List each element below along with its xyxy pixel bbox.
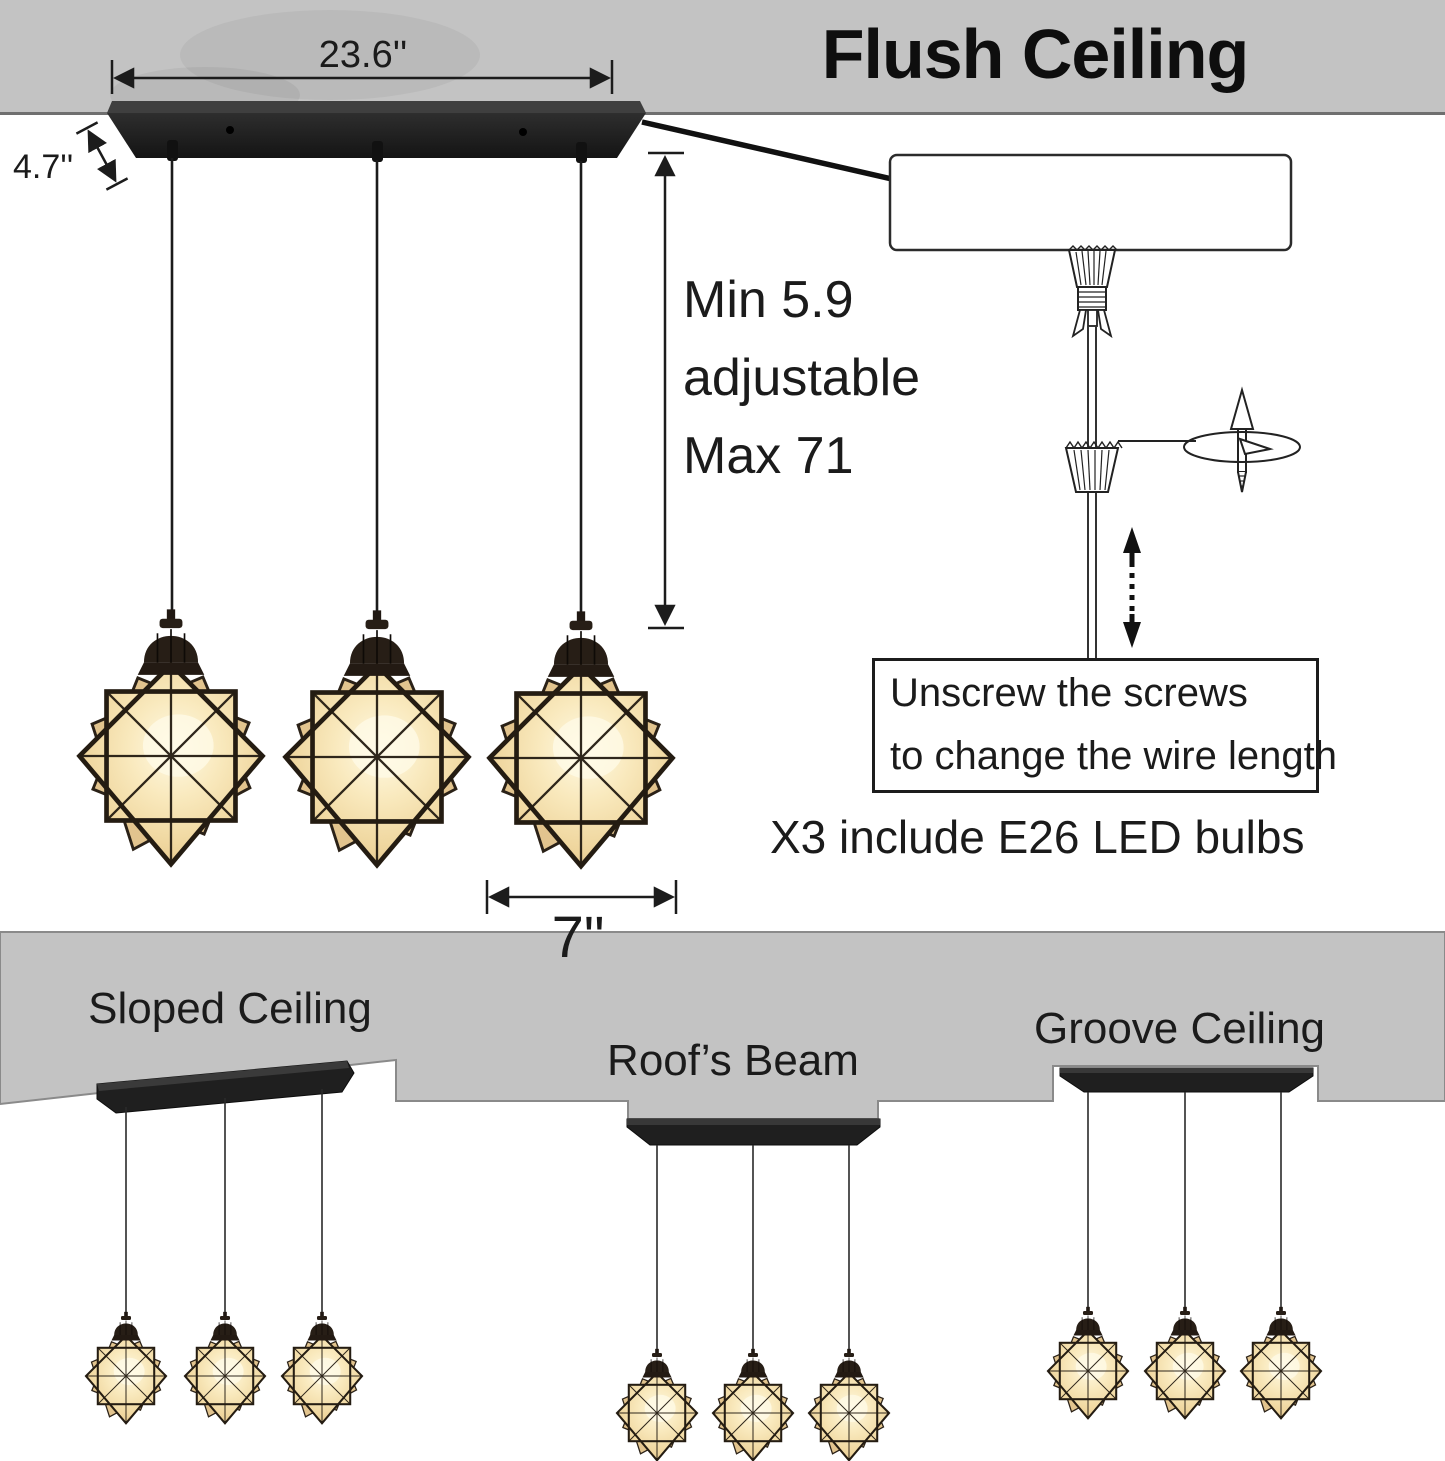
canopy-depth-label: 4.7'' — [13, 148, 74, 186]
note-line-1: Unscrew the screws — [890, 671, 1248, 715]
ceiling-canopy — [107, 101, 646, 163]
star-pendants-large — [54, 609, 691, 883]
shade-width-label: 7" — [551, 905, 605, 970]
dimension-shade-width — [485, 880, 678, 914]
pendant-wires — [170, 158, 583, 620]
scene-sloped-ceiling — [73, 1060, 372, 1432]
dimension-canopy-depth — [75, 121, 129, 191]
adjust-line-max: Max 71 — [683, 427, 854, 485]
canopy-width-label: 23.6'' — [318, 34, 408, 76]
sloped-ceiling-label: Sloped Ceiling — [88, 984, 372, 1033]
cord-adjustment-detail — [888, 153, 1301, 659]
roofs-beam-label: Roof’s Beam — [607, 1036, 859, 1085]
star-pendant-small — [269, 1310, 372, 1432]
bulbs-note: X3 include E26 LED bulbs — [770, 811, 1305, 863]
star-pendant — [260, 610, 487, 882]
cord-stem — [167, 140, 178, 161]
adjust-line-min: Min 5.9 — [683, 271, 854, 329]
cord-grip-icon — [1067, 245, 1118, 339]
scene-roofs-beam — [604, 1118, 899, 1461]
screw-collar-icon — [1064, 440, 1123, 493]
star-pendant-small — [1035, 1305, 1138, 1427]
star-pendant-small — [1228, 1305, 1331, 1427]
up-down-arrow-icon — [1123, 527, 1141, 648]
star-pendant — [464, 611, 691, 883]
star-pendant-small — [172, 1310, 275, 1432]
bottom-ceiling-band — [0, 931, 1445, 1120]
unscrew-note-box: Unscrew the screws to change the wire le… — [872, 658, 1337, 793]
rotate-screw-icon — [1183, 386, 1301, 493]
note-line-2: to change the wire length — [890, 734, 1337, 778]
star-pendant-small — [604, 1347, 707, 1461]
star-pendant-small — [1132, 1305, 1235, 1427]
ceiling-line — [0, 112, 1445, 115]
star-pendant-small — [73, 1310, 176, 1432]
star-pendant — [54, 609, 281, 881]
adjust-line-adjustable: adjustable — [683, 349, 921, 407]
star-pendant-small — [700, 1347, 803, 1461]
star-pendant-small — [796, 1347, 899, 1461]
detail-canopy — [888, 153, 1293, 252]
cord-stem — [372, 141, 383, 162]
dimension-wire-length — [648, 151, 684, 630]
groove-ceiling-label: Groove Ceiling — [1033, 1004, 1326, 1053]
scene-groove-ceiling — [1035, 1067, 1331, 1427]
dimension-canopy-width — [110, 60, 614, 94]
page-title: Flush Ceiling — [821, 15, 1249, 93]
cord-stem — [576, 142, 587, 163]
